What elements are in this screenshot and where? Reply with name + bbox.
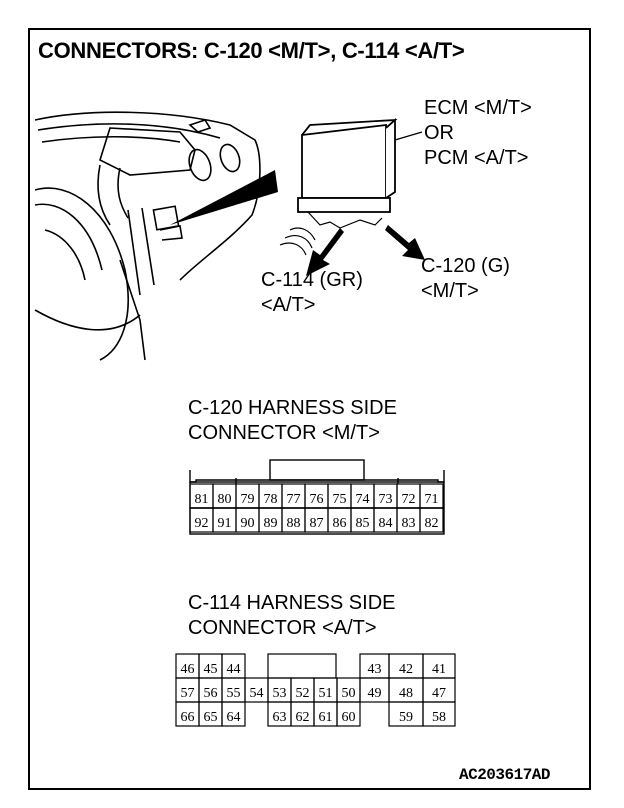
c120-pin-label: 80 [218,492,232,507]
c120-pin-label: 81 [195,492,209,507]
c114-pin-label: 59 [399,710,413,725]
c120-pin-label: 72 [402,492,416,507]
c120-pin-label: 90 [241,516,255,531]
c114-pin-label: 47 [432,686,446,701]
c120-callout-line2: <M/T> [421,280,479,302]
c114-cell [422,701,456,727]
c114-pin-label: 64 [227,710,241,725]
c120-connector: 81 80 79 78 77 76 75 74 73 72 71 92 91 90 89 88 87 86 85 84… [189,459,445,535]
c114-pin-label: 45 [204,662,218,677]
c114-pin-label: 50 [342,686,356,701]
c114-pin-label: 41 [432,662,446,677]
c114-pin-label: 55 [227,686,241,701]
c120-pin-label: 88 [287,516,301,531]
c120-heading-line1: C-120 HARNESS SIDE [188,397,397,419]
c114-pin-label: 62 [296,710,310,725]
c114-cell [336,701,361,727]
c120-pin-label: 73 [379,492,393,507]
figure-frame [28,28,591,790]
c114-heading-line2: CONNECTOR <A/T> [188,617,377,639]
c114-pin-label: 46 [181,662,195,677]
c114-pin-label: 54 [250,686,264,701]
c120-pin-label: 86 [333,516,347,531]
c120-pin-label: 83 [402,516,416,531]
c114-pin-label: 63 [273,710,287,725]
c120-callout-line1: C-120 (G) [421,255,510,277]
figure-title: CONNECTORS: C-120 <M/T>, C-114 <A/T> [38,38,465,63]
c120-pin-label: 89 [264,516,278,531]
c120-pin-label: 84 [379,516,393,531]
c114-pin-label: 66 [181,710,195,725]
c120-pin-label: 92 [195,516,209,531]
c120-pin-label: 78 [264,492,278,507]
c114-key-block [267,653,337,679]
c120-pin-label: 77 [287,492,301,507]
ecm-callout-line1: ECM <M/T> [424,97,532,119]
c114-pin-label: 60 [342,710,356,725]
c114-pin-label: 61 [319,710,333,725]
c114-pin-label: 48 [399,686,413,701]
c114-callout-line2: <A/T> [261,294,316,316]
c120-pin-label: 82 [425,516,439,531]
c120-pin-label: 74 [356,492,370,507]
c120-pin-label: 76 [310,492,324,507]
c114-pin-label: 49 [368,686,382,701]
c114-pin-label: 51 [319,686,333,701]
c114-pin-label: 65 [204,710,218,725]
c114-pin-label: 43 [368,662,382,677]
c120-pin-label: 87 [310,516,324,531]
c120-heading-line2: CONNECTOR <M/T> [188,422,380,444]
c114-heading-line1: C-114 HARNESS SIDE [188,592,396,614]
c114-pin-label: 53 [273,686,287,701]
c114-pin-label: 42 [399,662,413,677]
c114-pin-label: 44 [227,662,241,677]
c120-pin-label: 85 [356,516,370,531]
c120-pin-label: 91 [218,516,232,531]
c114-pin-label: 56 [204,686,218,701]
c120-cell [419,507,444,533]
c114-pin-label: 58 [432,710,446,725]
c114-pin-label: 57 [181,686,195,701]
c120-pin-label: 79 [241,492,255,507]
c114-connector: 46 45 44 43 42 41 57 56 55 54 53 52 51 50 49 48 47 66 65 64… [175,653,456,727]
c120-pin-label: 75 [333,492,347,507]
c114-cell [221,701,246,727]
dashboard-illustration [34,111,425,361]
ecm-callout-line3: PCM <A/T> [424,147,529,169]
ecm-callout-line2: OR [424,122,454,144]
c120-pin-label: 71 [425,492,439,507]
figure-code: AC203617AD [458,766,551,784]
c114-pin-label: 52 [296,686,310,701]
c114-callout-line1: C-114 (GR) [261,269,363,291]
